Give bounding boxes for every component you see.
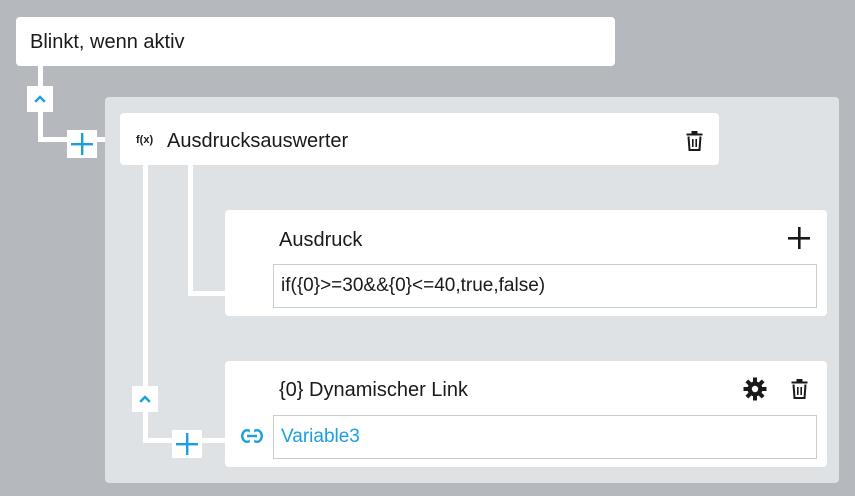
link-collapse-button[interactable] — [132, 386, 158, 412]
trash-icon[interactable] — [686, 131, 703, 151]
dynamic-link-section: {0} Dynamischer Link — [225, 361, 827, 467]
plus-icon — [176, 433, 198, 455]
link-connector-vertical — [143, 165, 148, 443]
gear-icon[interactable] — [743, 377, 767, 401]
expression-section-title: Ausdruck — [279, 229, 363, 251]
root-collapse-button[interactable] — [27, 86, 53, 112]
plus-icon — [788, 227, 810, 249]
chevron-up-icon — [139, 394, 151, 404]
plus-icon — [71, 133, 93, 155]
expression-section: Ausdruck if({0}>=30&&{0}<=40,true,false) — [225, 210, 827, 316]
expression-connector-vertical — [188, 165, 193, 296]
link-add-button[interactable] — [172, 430, 202, 458]
chevron-up-icon — [34, 94, 46, 104]
function-icon: f(x) — [136, 134, 154, 146]
root-node-card[interactable]: Blinkt, wenn aktiv — [16, 17, 615, 66]
dynamic-link-title: {0} Dynamischer Link — [279, 379, 468, 401]
root-node-label: Blinkt, wenn aktiv — [30, 31, 185, 53]
expression-node-title: Ausdrucksauswerter — [167, 130, 349, 152]
trash-icon[interactable] — [791, 379, 808, 399]
link-icon[interactable] — [241, 429, 263, 443]
expression-input[interactable]: if({0}>=30&&{0}<=40,true,false) — [273, 264, 817, 308]
root-add-button[interactable] — [67, 130, 97, 158]
expression-node-header[interactable]: f(x) Ausdrucksauswerter — [120, 113, 719, 165]
expression-connector-horizontal — [188, 291, 228, 296]
dynamic-link-input[interactable]: Variable3 — [273, 415, 817, 459]
